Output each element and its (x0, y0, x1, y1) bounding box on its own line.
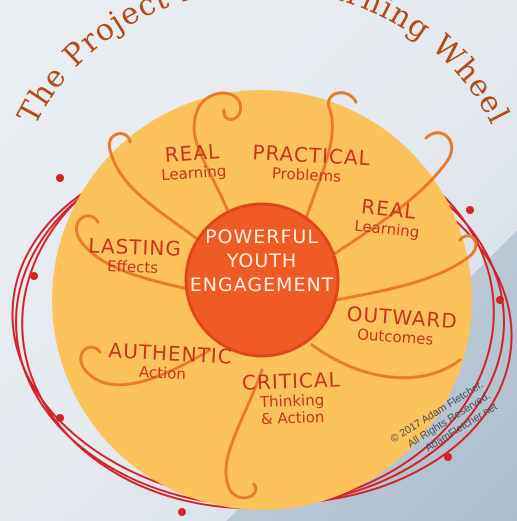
petal-critical-thinking: CRITICAL Thinking & Action (241, 367, 343, 429)
spokes (75, 91, 478, 500)
petal-heading: LASTING (87, 233, 183, 261)
center-line-1: POWERFUL (205, 226, 319, 248)
petal-lasting-effects: LASTING Effects (87, 233, 183, 277)
center-label: POWERFUL YOUTH ENGAGEMENT (188, 226, 336, 297)
ring-dots (30, 174, 504, 516)
petal-subtext-2: & Action (260, 408, 325, 429)
petal-heading: CRITICAL (241, 367, 342, 395)
petal-authentic-action: AUTHENTIC Action (107, 338, 233, 385)
petal-outward-outcomes: OUTWARD Outcomes (345, 302, 459, 350)
petal-practical-problems: PRACTICAL Problems (251, 140, 371, 187)
center-line-3: ENGAGEMENT (189, 273, 335, 296)
petal-real-learning-right: REAL Learning (346, 194, 430, 242)
petal-real-learning-top: REAL Learning (147, 139, 240, 185)
center-line-2: YOUTH (226, 249, 298, 272)
petal-subtext: Effects (106, 257, 159, 277)
center-circle (184, 202, 340, 358)
